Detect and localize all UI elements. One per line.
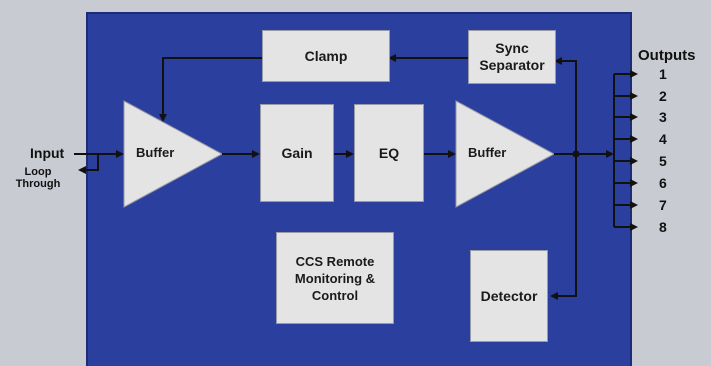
ccs-remote-label-line3: Control (311, 287, 359, 303)
output-5-label: 5 (659, 153, 667, 169)
input-label: Input (30, 145, 65, 161)
output-7-label: 7 (659, 197, 667, 213)
sync-separator-block: Sync Separator (468, 30, 556, 84)
eq-block: EQ (354, 104, 424, 202)
output-3-label: 3 (659, 109, 667, 125)
sync-separator-label-line2: Separator (479, 57, 545, 73)
junction-dot (572, 150, 580, 158)
output-6-label: 6 (659, 175, 667, 191)
eq-label: EQ (378, 144, 400, 161)
input-buffer-triangle (123, 100, 224, 208)
through-label: Through (15, 178, 61, 190)
ccs-remote-block: CCS Remote Monitoring & Control (276, 232, 394, 324)
output-8-label: 8 (659, 219, 667, 235)
input-buffer-label: Buffer (136, 145, 175, 160)
output-buffer-triangle (455, 100, 556, 208)
loop-through-label: Loop Through (8, 166, 68, 190)
clamp-label: Clamp (304, 47, 348, 64)
detector-label: Detector (480, 287, 538, 304)
output-4-label: 4 (659, 131, 667, 147)
ccs-remote-label-line1: CCS Remote (295, 253, 375, 269)
detector-block: Detector (470, 250, 548, 342)
output-buffer-label: Buffer (468, 145, 507, 160)
sync-separator-label-line1: Sync (495, 40, 529, 56)
outputs-title: Outputs (638, 47, 696, 64)
gain-block: Gain (260, 104, 334, 202)
gain-label: Gain (281, 144, 313, 161)
ccs-remote-label-line2: Monitoring & (294, 270, 376, 286)
output-1-label: 1 (659, 66, 667, 82)
output-2-label: 2 (659, 88, 667, 104)
loop-label: Loop (24, 166, 52, 178)
clamp-block: Clamp (262, 30, 390, 82)
